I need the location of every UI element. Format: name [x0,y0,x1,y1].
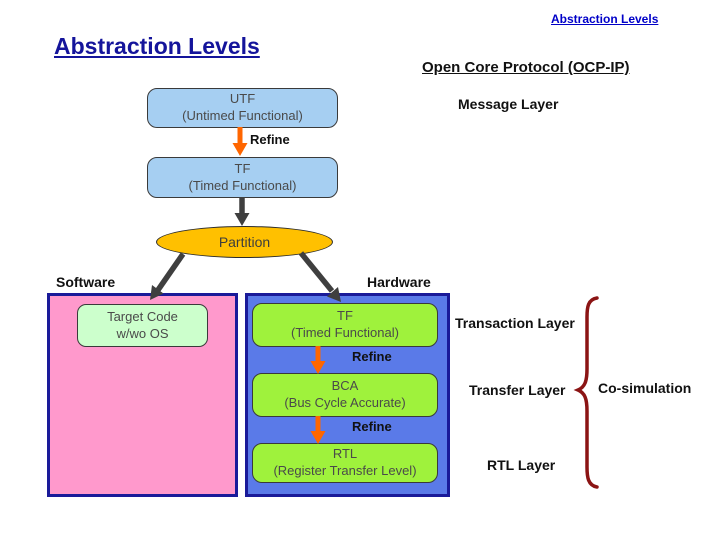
utf-box-line1: UTF [229,91,256,107]
message-layer-label: Message Layer [458,96,559,112]
bca-line1: BCA [331,378,359,394]
bca-box: BCA (Bus Cycle Accurate) [252,373,438,417]
utf-box-line2: (Untimed Functional) [182,108,303,123]
refine-label-3: Refine [352,419,392,434]
rtl-line2: (Register Transfer Level) [273,463,417,478]
utf-box: UTF (Untimed Functional) [147,88,338,128]
hardware-label: Hardware [367,274,431,290]
transfer-layer-label: Transfer Layer [469,382,566,398]
hardware-tf-line2: (Timed Functional) [291,325,399,340]
tf-box: TF (Timed Functional) [147,157,338,198]
partition-ellipse: Partition [156,226,333,258]
rtl-line1: RTL [332,446,358,462]
hardware-tf-line1: TF [337,308,353,324]
cosimulation-brace-icon [573,296,599,489]
cosimulation-label: Co-simulation [598,380,692,396]
target-code-line2: w/wo OS [116,325,169,341]
software-label: Software [56,274,116,290]
partition-label: Partition [218,234,271,250]
refine-label-1: Refine [250,132,290,147]
rtl-layer-label: RTL Layer [487,457,556,473]
page-title: Abstraction Levels [54,33,260,59]
refine-arrow-down-icon [232,127,248,156]
transaction-layer-label: Transaction Layer [455,315,575,331]
target-code-line1: Target Code [107,308,178,324]
corner-header: Abstraction Levels [551,12,659,26]
refine-label-2: Refine [352,349,392,364]
tf-to-partition-arrow-icon [234,197,250,226]
ocp-protocol-header: Open Core Protocol (OCP-IP) [422,59,630,76]
rtl-box: RTL (Register Transfer Level) [252,443,438,483]
tf-box-line2: (Timed Functional) [188,177,297,193]
bca-line2: (Bus Cycle Accurate) [284,395,406,410]
tf-box-line1: TF [234,160,251,176]
hardware-tf-box: TF (Timed Functional) [252,303,438,347]
target-code-box: Target Code w/wo OS [77,304,208,347]
